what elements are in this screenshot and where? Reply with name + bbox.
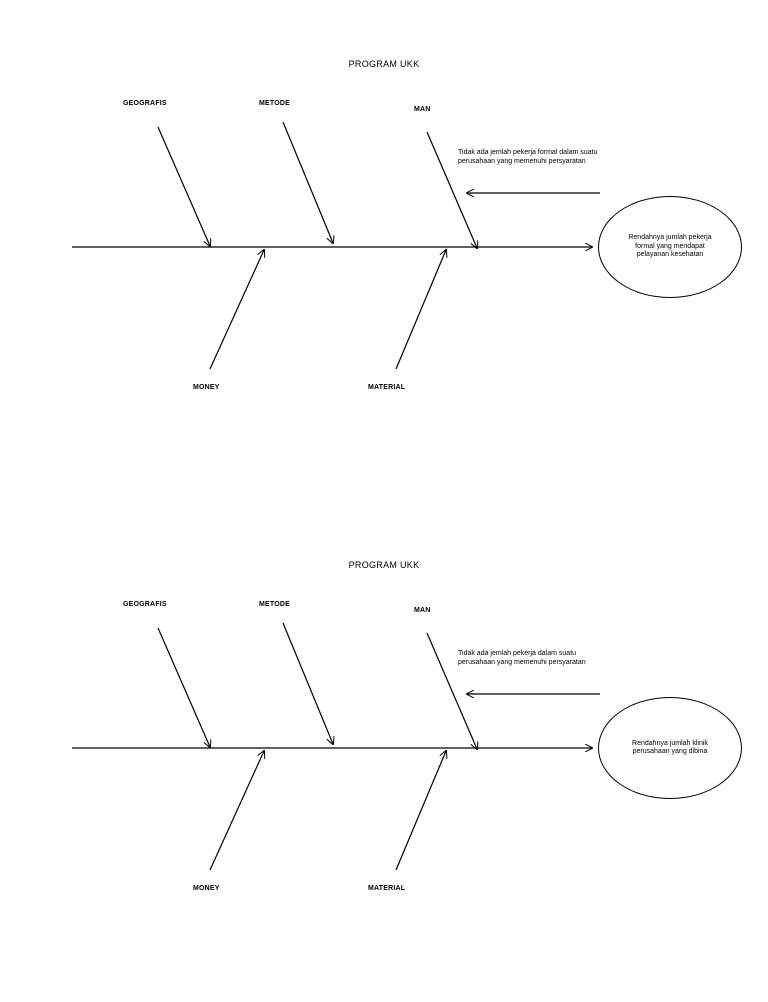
effect-ellipse: Rendahnya jumlah klinik perusahaan yang …: [598, 697, 742, 799]
bone-geografis: [157, 627, 210, 747]
diagram-title: PROGRAM UKK: [348, 59, 420, 69]
bone-money: [209, 751, 264, 871]
bone-material: [395, 250, 446, 370]
effect-text: Rendahnya jumlah klinik perusahaan yang …: [632, 739, 708, 756]
category-label-geografis: GEOGRAFIS: [123, 601, 167, 608]
bone-money: [209, 250, 264, 370]
category-label-man: MAN: [414, 106, 431, 113]
category-label-money: MONEY: [193, 384, 220, 391]
fishbone-lines: [72, 121, 600, 370]
fishbone-diagram-2: PROGRAM UKK GEOGRAFIS METODE MAN MONEY M…: [0, 501, 768, 901]
category-label-geografis: GEOGRAFIS: [123, 100, 167, 107]
category-label-man: MAN: [414, 607, 431, 614]
bone-man: [426, 632, 477, 749]
bone-metode: [282, 121, 333, 243]
effect-text: Rendahnya jumlah pekerja formal yang men…: [628, 234, 712, 259]
fishbone-diagram-1: PROGRAM UKK GEOGRAFIS METODE MAN MONEY M…: [0, 0, 768, 400]
effect-ellipse: Rendahnya jumlah pekerja formal yang men…: [598, 196, 742, 298]
bone-man: [426, 131, 477, 248]
category-label-metode: METODE: [259, 100, 291, 107]
category-label-metode: METODE: [259, 601, 291, 608]
category-label-money: MONEY: [193, 885, 220, 892]
fishbone-lines: [72, 622, 600, 871]
cause-text: Tidak ada jemlah pekerja formal dalam su…: [458, 149, 598, 165]
category-label-material: MATERIAL: [368, 384, 406, 391]
bone-material: [395, 751, 446, 871]
category-label-material: MATERIAL: [368, 885, 406, 892]
bone-metode: [282, 622, 333, 744]
cause-text: Tidak ada jemlah pekerja dalam suatu per…: [458, 650, 586, 666]
diagram-title: PROGRAM UKK: [348, 560, 420, 570]
bone-geografis: [157, 126, 210, 246]
